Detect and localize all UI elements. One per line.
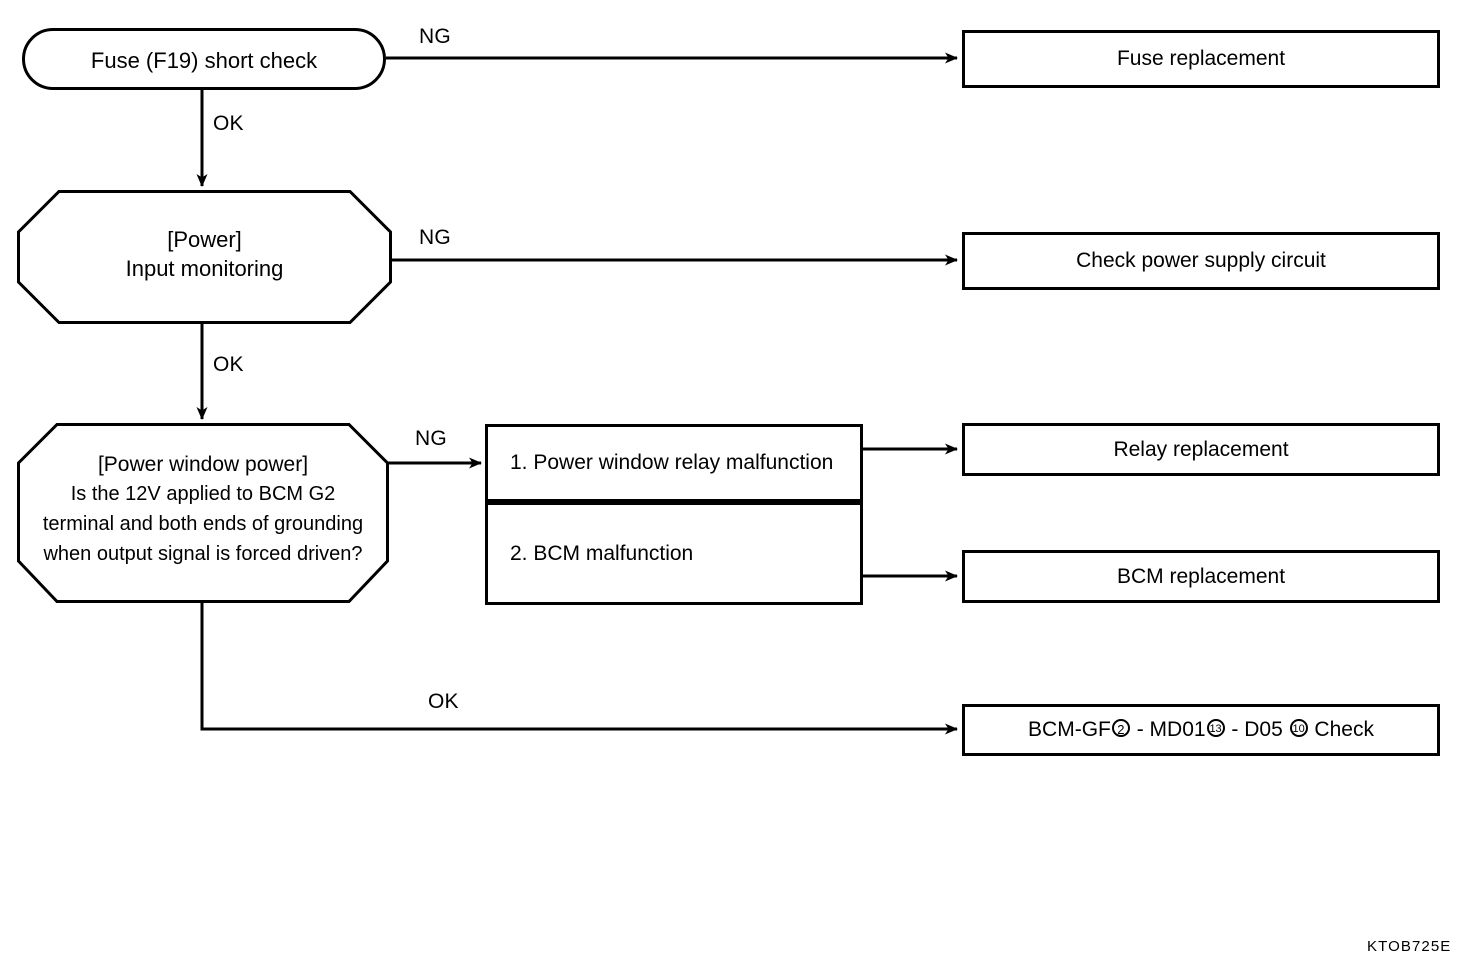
outcome-box-check-power-supply-circuit-label: Check power supply circuit	[1076, 249, 1326, 272]
fuse-check-shape	[22, 28, 386, 90]
cause-box-bcm-malfunction: 2. BCM malfunction	[485, 502, 863, 605]
outcome-box-check-power-supply-circuit: Check power supply circuit	[962, 232, 1440, 290]
outcome-box-bcm-replacement: BCM replacement	[962, 550, 1440, 603]
cause-box-bcm-malfunction-label: 2. BCM malfunction	[510, 541, 694, 565]
edge-label-ng-fuse: NG	[419, 25, 451, 48]
edge-label-ok-power-window: OK	[428, 690, 459, 713]
cause-box-relay-malfunction: 1. Power window relay malfunction	[485, 424, 863, 502]
outcome-box-relay-replacement-label: Relay replacement	[1113, 437, 1289, 461]
final-check-mid1: - MD01	[1130, 718, 1206, 741]
edge-label-ok-power-input: OK	[213, 353, 244, 376]
cause-box-relay-malfunction-label: 1. Power window relay malfunction	[510, 451, 834, 474]
edge-label-ok-fuse: OK	[213, 112, 244, 135]
power-window-power-shape	[17, 423, 389, 603]
edge-label-ng-power-window: NG	[415, 427, 447, 450]
outcome-box-fuse-replacement: Fuse replacement	[962, 30, 1440, 88]
final-check-suffix: Check	[1308, 718, 1374, 741]
circled-number-10: 10	[1289, 719, 1308, 737]
power-input-monitoring-shape	[17, 190, 392, 324]
final-check-prefix: BCM-GF	[1028, 718, 1111, 741]
outcome-box-bcm-replacement-label: BCM replacement	[1116, 564, 1286, 588]
outcome-box-relay-replacement: Relay replacement	[962, 423, 1440, 476]
figure-reference-code: KTOB725E	[1367, 938, 1452, 955]
edge-label-ng-power-input: NG	[419, 226, 451, 249]
circled-number-13: 13	[1206, 719, 1225, 737]
outcome-box-fuse-replacement-label: Fuse replacement	[1116, 47, 1286, 70]
circled-number-2: 2	[1111, 719, 1130, 737]
final-check-mid2: - D05	[1225, 718, 1289, 741]
